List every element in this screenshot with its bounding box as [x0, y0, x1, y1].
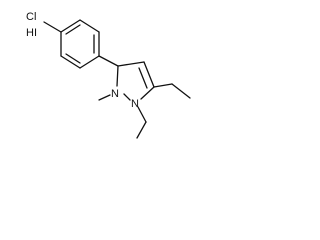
nitrogen-1-label: N	[131, 98, 139, 110]
bond-n2-c3	[116, 65, 119, 87]
bond-ethyl-c5-1	[153, 83, 173, 88]
bond-ring-2	[79, 19, 100, 33]
bond-ring-1	[60, 19, 81, 33]
bond-n1-n2	[123, 93, 131, 101]
hydroiodide-label: HI	[26, 27, 37, 39]
bond-methyl-n2	[98, 94, 111, 101]
structure-canvas: Cl HI N N	[0, 0, 206, 144]
bond-c3-c4	[117, 61, 145, 67]
bond-c4-c5-double	[138, 67, 148, 89]
chemical-structure: Cl HI N N	[26, 11, 191, 139]
bond-ring-double-1	[65, 24, 81, 35]
bond-c5-n1	[140, 86, 155, 100]
chlorine-label: Cl	[26, 11, 36, 23]
nitrogen-2-label: N	[111, 88, 119, 100]
bond-ring-double-3	[65, 53, 81, 64]
bond-ethyl-c5-2	[171, 83, 191, 99]
benzene-ring	[60, 19, 100, 69]
bond-ring-5	[60, 55, 81, 69]
bond-aryl-pyrazoline	[98, 55, 119, 67]
bond-c4-c5	[143, 61, 155, 88]
bond-ethyl-n1-1	[137, 106, 147, 123]
pyrazoline-ring	[116, 61, 155, 101]
bond-ethyl-n1-2	[136, 121, 147, 139]
bond-cl	[43, 21, 62, 33]
bond-ring-4	[79, 55, 100, 69]
